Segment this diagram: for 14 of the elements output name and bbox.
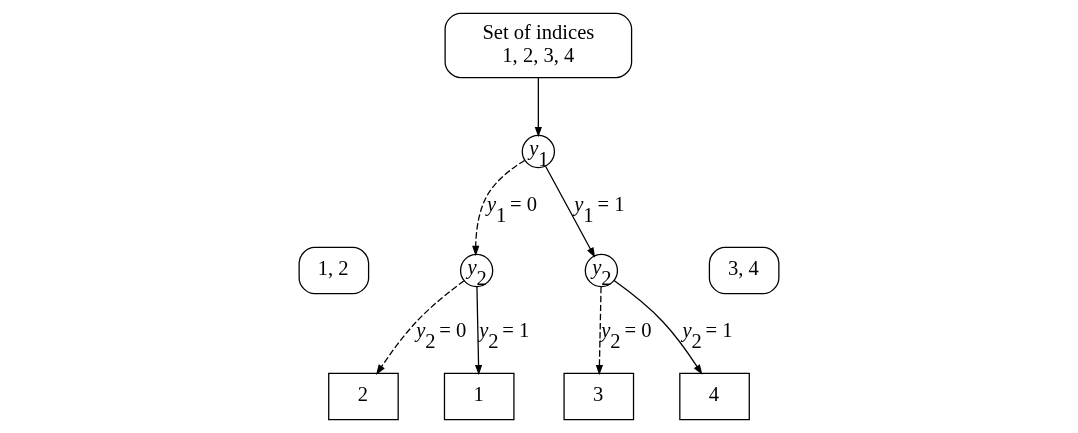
- arrow: [474, 286, 483, 376]
- arrow: [544, 165, 596, 258]
- arrow: [595, 286, 604, 376]
- arrow: [472, 159, 526, 257]
- node-box: 2: [328, 372, 399, 421]
- node-box: 1: [443, 372, 515, 421]
- node-box: 3, 4: [708, 246, 780, 295]
- node-box: 1, 2: [298, 246, 370, 295]
- node-box: 4: [679, 372, 750, 421]
- arrow: [613, 279, 703, 375]
- node-box: 3: [563, 372, 635, 421]
- node-box: Set of indices 1, 2, 3, 4: [444, 12, 633, 79]
- arrow: [534, 77, 542, 138]
- arrow: [376, 280, 465, 375]
